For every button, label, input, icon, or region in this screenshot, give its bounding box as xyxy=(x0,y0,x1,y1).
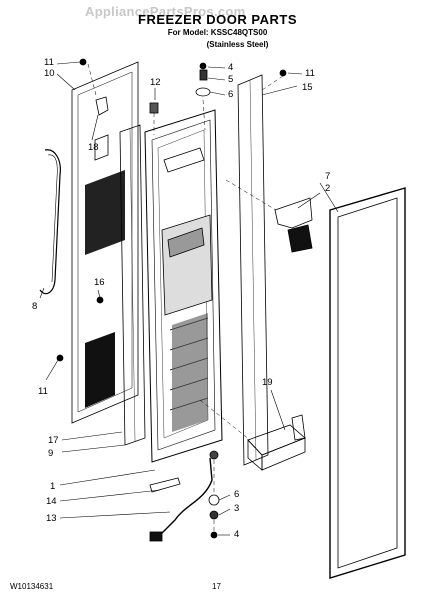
guide-lines xyxy=(87,63,284,533)
callout-11-lower-left: 11 xyxy=(38,386,48,397)
callout-2: 2 xyxy=(325,183,331,194)
outer-door-panel xyxy=(71,61,139,424)
door-bin xyxy=(247,414,306,471)
callout-12: 12 xyxy=(150,77,161,88)
callout-1: 1 xyxy=(50,481,56,492)
page-number: 17 xyxy=(212,582,221,591)
callout-10: 10 xyxy=(44,68,55,79)
callout-3: 3 xyxy=(234,503,240,514)
finish-line: (Stainless Steel) xyxy=(206,40,269,49)
watermark: AppliancePartsPros.com xyxy=(85,4,246,19)
callout-15: 15 xyxy=(302,82,313,93)
document-number: W10134631 xyxy=(10,582,54,591)
callout-7: 7 xyxy=(325,171,331,182)
page-title: FREEZER DOOR PARTS xyxy=(138,12,297,27)
callout-9: 9 xyxy=(48,448,54,459)
callout-8: 8 xyxy=(32,301,38,312)
door-liner xyxy=(144,109,223,463)
callout-13: 13 xyxy=(46,513,57,524)
door-liner-strip xyxy=(119,124,146,446)
model-line: For Model: KSSC48QTS00 xyxy=(167,28,268,37)
callout-4-top: 4 xyxy=(228,62,234,73)
bottom-hinge-cable xyxy=(149,450,220,542)
handle xyxy=(39,149,61,295)
callout-16: 16 xyxy=(94,277,105,288)
callout-19: 19 xyxy=(262,377,273,388)
callout-6-bottom: 6 xyxy=(234,489,240,500)
callout-17: 17 xyxy=(48,435,59,446)
callout-14: 14 xyxy=(46,496,57,507)
callout-6-top: 6 xyxy=(228,89,234,100)
leader-lines xyxy=(39,61,339,536)
hinge-bracket xyxy=(274,197,313,253)
callout-4-bottom: 4 xyxy=(234,529,240,540)
callout-5: 5 xyxy=(228,74,234,85)
door-outer-panel xyxy=(329,187,406,579)
callout-11-top-left: 11 xyxy=(44,57,54,68)
gasket-strip xyxy=(237,74,269,466)
callout-18: 18 xyxy=(88,142,99,153)
callout-11-top-right: 11 xyxy=(305,68,315,79)
